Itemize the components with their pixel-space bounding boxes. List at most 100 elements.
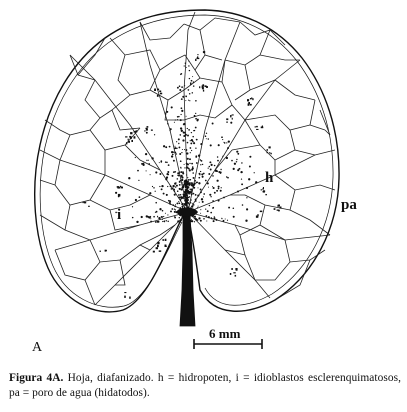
stipple-dot — [216, 189, 219, 192]
idioblast-mark — [152, 250, 155, 253]
stipple-dot — [248, 165, 251, 168]
idioblast-mark — [256, 125, 258, 128]
stipple-dot — [188, 184, 190, 187]
idioblast-mark — [235, 269, 238, 271]
stipple-dot — [145, 215, 148, 218]
stipple-dot — [187, 177, 189, 179]
stipple-dot — [115, 191, 118, 194]
stipple-dot — [191, 205, 194, 208]
stipple-dot — [190, 79, 193, 82]
stipple-dot — [190, 191, 192, 193]
stipple-dot — [169, 129, 171, 132]
idioblast-mark — [262, 190, 265, 193]
stipple-dot — [192, 192, 195, 195]
idioblast-mark — [197, 56, 199, 59]
stipple-dot — [194, 200, 197, 202]
stipple-dot — [232, 207, 235, 209]
stipple-dot — [190, 219, 193, 221]
stipple-dot — [225, 176, 228, 178]
stipple-dot — [169, 128, 172, 131]
stipple-dot — [205, 132, 208, 134]
stipple-dot — [216, 156, 219, 158]
idioblast-mark — [130, 132, 133, 135]
idioblast-mark — [260, 189, 263, 191]
stipple-dot — [217, 144, 220, 147]
stipple-dot — [184, 167, 186, 169]
stipple-dot — [199, 170, 202, 173]
stipple-dot — [188, 196, 191, 198]
stipple-dot — [188, 192, 191, 195]
stipple-dot — [210, 163, 213, 166]
scale-bar: 6 mm — [193, 326, 263, 349]
stipple-dot — [153, 187, 155, 189]
idioblast-mark — [144, 130, 146, 132]
stipple-dot — [192, 81, 195, 83]
stipple-dot — [188, 99, 190, 101]
stipple-dot — [205, 215, 208, 217]
stipple-dot — [191, 162, 194, 165]
stipple-dot — [187, 134, 189, 137]
stipple-dot — [176, 141, 178, 143]
stipple-dot — [173, 190, 176, 192]
stipple-dot — [214, 169, 218, 172]
idioblast-mark — [254, 126, 256, 128]
idioblast-mark — [197, 57, 200, 60]
stipple-dot — [216, 179, 219, 182]
stipple-dot — [226, 219, 229, 221]
stipple-dot — [206, 182, 209, 185]
stipple-dot — [194, 194, 197, 196]
stipple-dot — [173, 210, 176, 213]
stipple-dot — [186, 201, 189, 204]
stipple-dot — [217, 187, 220, 190]
petiole-junction — [176, 207, 198, 217]
stipple-dot — [205, 138, 207, 140]
stipple-dot — [153, 134, 156, 136]
idioblast-mark — [155, 247, 158, 250]
idioblast-mark — [257, 214, 259, 217]
stipple-dot — [183, 191, 186, 193]
idioblast-mark — [145, 128, 148, 131]
stipple-dot — [241, 162, 243, 164]
stipple-dot — [181, 151, 183, 154]
stipple-dot — [198, 201, 200, 203]
stipple-dot — [226, 142, 228, 144]
idioblast-mark — [117, 193, 121, 197]
stipple-dot — [211, 218, 213, 220]
stipple-dot — [176, 147, 178, 150]
stipple-dot — [165, 220, 168, 222]
stipple-dot — [173, 188, 176, 191]
stipple-dot — [161, 218, 163, 221]
stipple-dot — [201, 175, 204, 178]
stipple-dot — [182, 197, 184, 199]
stipple-dot — [204, 179, 207, 182]
idioblast-mark — [145, 127, 148, 129]
idioblast-mark — [160, 92, 163, 95]
stipple-dot — [187, 179, 190, 181]
stipple-dot — [161, 216, 164, 218]
stipple-dot — [131, 206, 134, 208]
stipple-dot — [206, 210, 209, 213]
stipple-dot — [171, 174, 174, 177]
stipple-dot — [171, 153, 174, 156]
stipple-dot — [185, 149, 188, 151]
stipple-dot — [184, 85, 186, 87]
idioblast-mark — [164, 244, 167, 247]
idioblast-mark — [202, 84, 205, 87]
stipple-dot — [176, 202, 179, 205]
idioblast-mark — [255, 215, 259, 218]
idioblast-mark — [229, 273, 232, 275]
stipple-dot — [185, 190, 189, 193]
stipple-dot — [179, 119, 182, 122]
stipple-dot — [225, 156, 229, 160]
stipple-dot — [158, 162, 160, 164]
stipple-dot — [149, 215, 152, 218]
stipple-dot — [146, 159, 148, 161]
stipple-dot — [199, 191, 202, 194]
idioblast-mark — [226, 121, 228, 123]
stipple-dot — [178, 202, 181, 205]
stipple-dot — [178, 146, 181, 149]
stipple-dot — [176, 86, 179, 89]
stipple-dot — [188, 60, 190, 62]
stipple-dot — [183, 193, 185, 196]
stipple-dot — [190, 138, 194, 142]
